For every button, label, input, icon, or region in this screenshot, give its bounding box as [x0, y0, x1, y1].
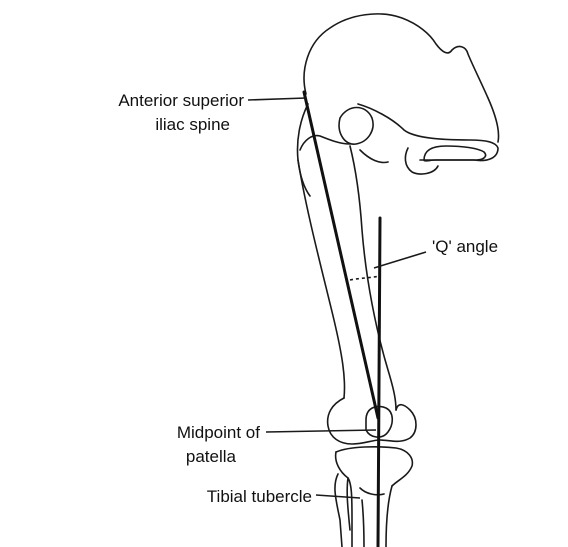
patella-label-line2: patella — [186, 447, 237, 466]
pubic-ramus — [358, 104, 498, 161]
femur-medial-border — [350, 146, 396, 410]
tibia-inner — [362, 500, 364, 547]
fibula-inner — [347, 478, 350, 530]
femoral-head — [339, 108, 373, 145]
tibia-medial — [386, 486, 392, 547]
asis-label-line1: Anterior superior — [118, 91, 244, 110]
femoral-condyles — [328, 398, 416, 444]
femur-lateral-border — [298, 160, 345, 398]
asis-label-line2: iliac spine — [155, 115, 230, 134]
obturator-foramen — [424, 146, 486, 161]
ischium — [405, 148, 438, 174]
q-angle-leader — [374, 252, 426, 268]
patella-leader — [266, 430, 376, 432]
fibula — [335, 474, 342, 547]
pelvis-outline — [304, 14, 498, 142]
tubercle-leader — [316, 495, 360, 498]
tibia-lateral — [336, 452, 352, 547]
lesser-trochanter — [360, 150, 388, 163]
q-angle-label: 'Q' angle — [432, 237, 498, 256]
tibial-tubercle-bump — [360, 488, 384, 495]
patella-label-line1: Midpoint of — [177, 423, 260, 442]
tibial-tubercle-label: Tibial tubercle — [207, 487, 312, 506]
asis-to-patella-line — [304, 92, 378, 418]
asis-leader — [248, 98, 306, 100]
angle-marker — [350, 276, 380, 280]
